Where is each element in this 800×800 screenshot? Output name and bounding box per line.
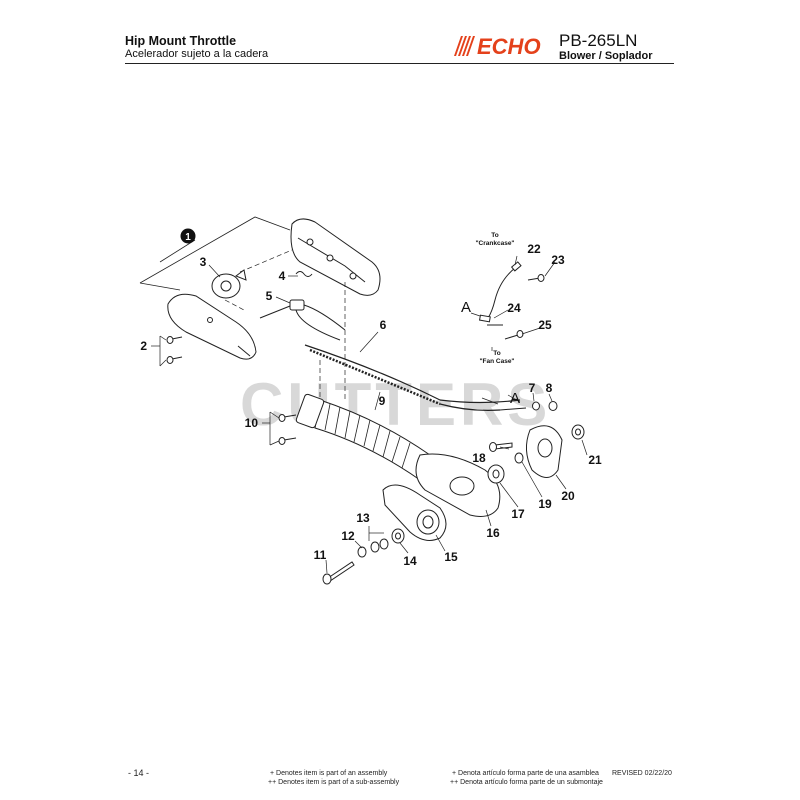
- throttle-housing-top: [290, 218, 381, 296]
- bolt-18: [489, 442, 513, 452]
- connectors-7-8: [499, 401, 558, 411]
- callout-20: 20: [561, 489, 575, 503]
- lever-part: [382, 484, 447, 541]
- assembly-marker: 1: [180, 228, 196, 244]
- throttle-cable: [304, 344, 521, 411]
- callout-14: 14: [403, 554, 417, 568]
- footer-assembly-es: + Denota artículo forma parte de una asa…: [452, 770, 599, 777]
- note-fancase-to: To: [493, 350, 500, 357]
- footer-assembly-en: + Denotes item is part of an assembly: [270, 770, 388, 777]
- screws-10: [278, 414, 297, 445]
- footer-subassembly-es: ++ Denota artículo forma parte de un sub…: [450, 779, 603, 786]
- page-title: Hip Mount Throttle: [125, 34, 237, 48]
- callout-16: 16: [486, 526, 500, 540]
- callout-18: 18: [472, 451, 486, 465]
- callout-25: 25: [538, 318, 552, 332]
- callout-21: 21: [588, 453, 602, 467]
- callout-13: 13: [356, 511, 370, 525]
- nut-21: [571, 424, 585, 440]
- page-header-left: Hip Mount Throttle Acelerador sujeto a l…: [125, 34, 268, 61]
- callout-17: 17: [511, 507, 525, 521]
- model-subtitle: Blower / Soplador: [559, 50, 653, 62]
- watermark: CUTTERS: [240, 371, 551, 438]
- knob-20: [526, 425, 563, 478]
- washer-17: [487, 464, 505, 484]
- trigger-part: [211, 269, 247, 299]
- page-subtitle: Acelerador sujeto a la cadera: [125, 48, 269, 60]
- logo-stripes: [454, 36, 475, 56]
- callout-23: 23: [551, 253, 565, 267]
- spring-part: [295, 271, 313, 277]
- callout-2: 2: [140, 339, 147, 353]
- ground-wire: [478, 261, 522, 326]
- callout-4: 4: [279, 269, 286, 283]
- washer-19: [514, 452, 524, 464]
- throttle-housing-bottom: [167, 293, 257, 360]
- callout-24: 24: [507, 301, 521, 315]
- corrugated-tube: [295, 393, 431, 481]
- assembly-number: 1: [185, 232, 191, 243]
- callout-22: 22: [527, 242, 541, 256]
- leader-lines: [151, 255, 588, 574]
- model-number: PB-265LN: [559, 31, 638, 50]
- header-rule: [125, 63, 674, 64]
- callout-12: 12: [341, 529, 355, 543]
- assembly-bracket: [139, 216, 291, 291]
- brand-name: ECHO: [477, 35, 541, 57]
- handle-part: [415, 453, 501, 517]
- bolt-11: [322, 561, 355, 585]
- callout-6: 6: [380, 318, 387, 332]
- callout-15: 15: [444, 550, 458, 564]
- callout-3: 3: [200, 255, 207, 269]
- callout-19: 19: [538, 497, 552, 511]
- connection-a-top: A: [461, 299, 471, 316]
- callout-9: 9: [379, 394, 386, 408]
- screws-23-25: [504, 274, 545, 340]
- callout-7: 7: [529, 381, 536, 395]
- page-header-right: PB-265LN Blower / Soplador: [559, 32, 653, 63]
- callout-8: 8: [546, 381, 553, 395]
- callout-11: 11: [314, 548, 327, 562]
- screws-2: [166, 336, 183, 364]
- washers: [357, 528, 405, 558]
- echo-logo: ECHO: [454, 35, 541, 57]
- note-crankcase: "Crankcase": [475, 240, 514, 247]
- callout-10: 10: [245, 416, 259, 430]
- note-crankcase-to: To: [491, 232, 498, 239]
- callout-5: 5: [266, 289, 273, 303]
- revision-date: REVISED 02/22/20: [612, 770, 672, 777]
- connection-a-bottom: A: [510, 390, 520, 407]
- page-number: - 14 -: [128, 768, 150, 778]
- note-fancase: "Fan Case": [479, 358, 514, 365]
- switch-part: [259, 299, 346, 341]
- footer-subassembly-en: ++ Denotes item is part of a sub-assembl…: [268, 779, 400, 786]
